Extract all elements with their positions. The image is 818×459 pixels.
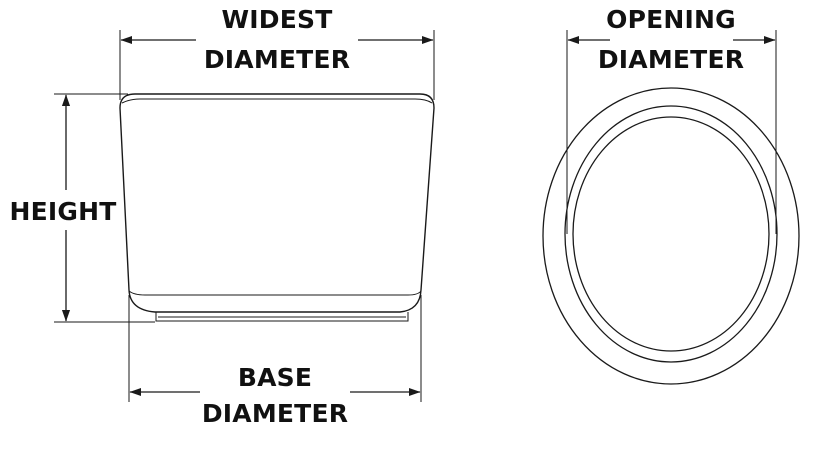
height-dimension: HEIGHT xyxy=(10,93,155,323)
inner-ring xyxy=(572,116,770,352)
opening-label-line2: DIAMETER xyxy=(598,45,744,74)
widest-label-line1: WIDEST xyxy=(222,5,333,34)
base-label-line1: BASE xyxy=(238,363,312,392)
side-view xyxy=(119,93,435,322)
height-label: HEIGHT xyxy=(10,197,117,226)
top-view xyxy=(542,87,800,385)
widest-label-line2: DIAMETER xyxy=(204,45,350,74)
opening-diameter-dimension: OPENING DIAMETER xyxy=(566,5,777,234)
cup-base-band xyxy=(128,290,422,296)
base-diameter-dimension: BASE DIAMETER xyxy=(128,295,422,428)
cup-body xyxy=(119,93,435,313)
middle-ring xyxy=(564,105,778,363)
outer-ring xyxy=(542,87,800,385)
base-label-line2: DIAMETER xyxy=(202,399,348,428)
cup-base-plate xyxy=(155,312,409,322)
opening-label-line1: OPENING xyxy=(606,5,736,34)
cup-rim-line xyxy=(121,98,433,104)
widest-diameter-dimension: WIDEST DIAMETER xyxy=(119,5,435,100)
